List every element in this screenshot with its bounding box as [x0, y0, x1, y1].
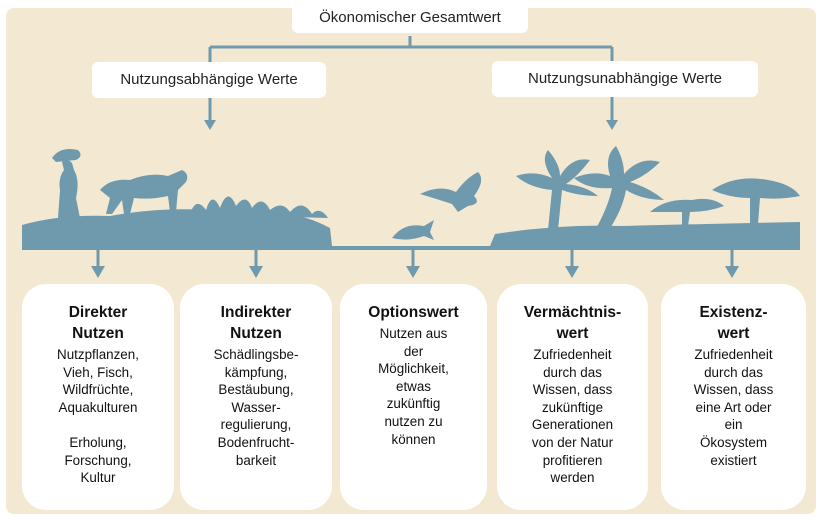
- card-body: Zufriedenheit durch das Wissen, dass ein…: [693, 347, 774, 468]
- card-option-value: Optionswert Nutzen aus der Möglichkeit, …: [340, 284, 487, 510]
- cattle-silhouette: [100, 170, 188, 214]
- card-existence-value: Existenz- wert Zufriedenheit durch das W…: [661, 284, 806, 510]
- bird-silhouette: [420, 172, 482, 212]
- card-title: Optionswert: [368, 304, 459, 321]
- card-1-arrow: [91, 266, 105, 278]
- acacia-tree-right: [712, 178, 800, 224]
- card-2-arrow: [249, 266, 263, 278]
- card-direct-use: Direkter Nutzen Nutzpflanzen, Vieh, Fisc…: [22, 284, 174, 510]
- card-4-arrow: [565, 266, 579, 278]
- landscape-silhouette: [22, 146, 800, 250]
- non-use-values-label: Nutzungsunabhängige Werte: [492, 61, 758, 97]
- farmer-silhouette: [52, 149, 81, 218]
- use-values-label: Nutzungsabhängige Werte: [92, 62, 326, 98]
- card-body: Nutzen aus der Möglichkeit, etwas zukünf…: [378, 326, 449, 447]
- arrow-left-head: [204, 120, 216, 130]
- card-5-arrow: [725, 266, 739, 278]
- card-body: Nutzpflanzen, Vieh, Fisch, Wildfrüchte, …: [57, 347, 139, 486]
- palm-tree-right: [574, 146, 664, 234]
- card-indirect-use: Indirekter Nutzen Schädlingsbe- kämpfung…: [180, 284, 332, 510]
- card-title: Indirekter Nutzen: [220, 304, 292, 342]
- card-body: Zufriedenheit durch das Wissen, dass zuk…: [531, 347, 614, 486]
- card-title: Vermächtnis- wert: [523, 304, 622, 342]
- card-bequest-value: Vermächtnis- wert Zufriedenheit durch da…: [497, 284, 648, 510]
- card-title: Existenz- wert: [699, 304, 768, 342]
- card-3-arrow: [406, 266, 420, 278]
- crops-silhouette: [190, 196, 328, 218]
- palm-tree-left: [516, 150, 598, 230]
- acacia-tree-left: [650, 198, 724, 226]
- arrow-right-head: [606, 120, 618, 130]
- total-value-title: Ökonomischer Gesamtwert: [292, 3, 528, 33]
- card-body: Schädlingsbe- kämpfung, Bestäubung, Wass…: [213, 347, 299, 468]
- fish-silhouette: [392, 220, 434, 240]
- card-title: Direkter Nutzen: [68, 304, 128, 342]
